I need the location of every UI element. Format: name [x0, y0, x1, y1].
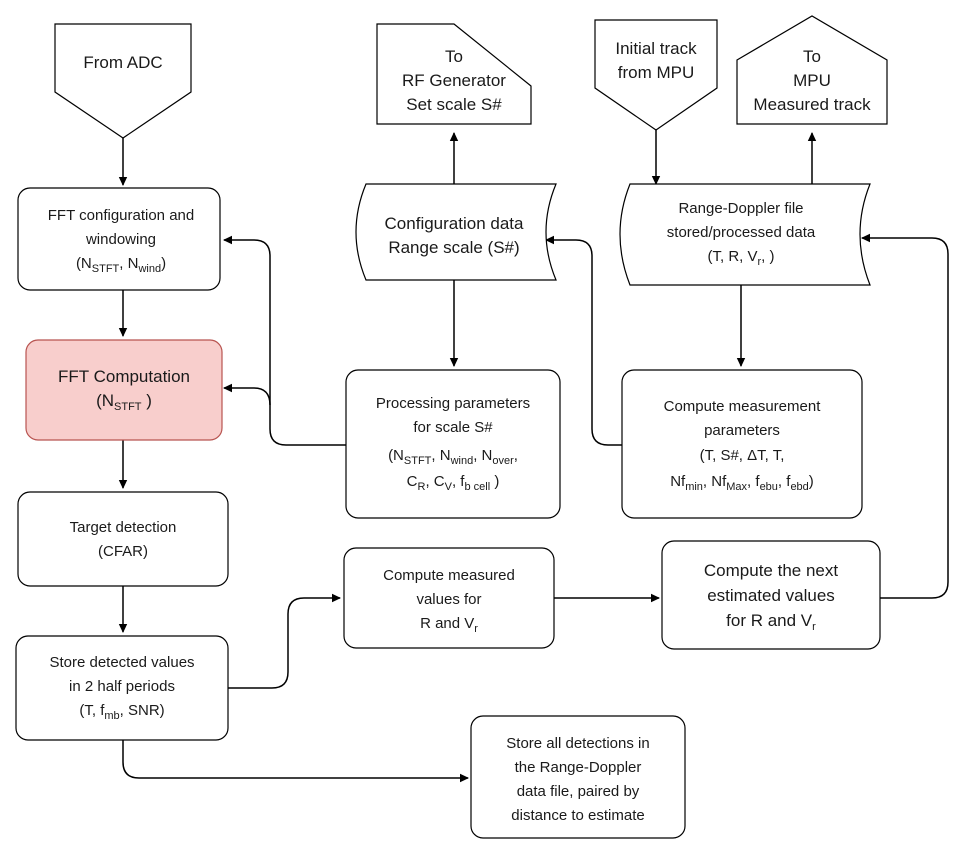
config-data-line1: Configuration data [385, 214, 524, 233]
store-all-detections-node: Store all detections in the Range-Dopple… [470, 715, 686, 839]
offpage-connector-shape [54, 23, 192, 139]
edge-next-estimate-to-range-doppler [861, 233, 949, 599]
to-mpu-node: To MPU Measured track [736, 15, 888, 125]
proc-params-line2: for scale S# [413, 419, 493, 436]
initial-track-line1: Initial track [615, 39, 697, 58]
process-box [345, 369, 561, 519]
to-mpu-line3: Measured track [753, 95, 871, 114]
next-estimate-line3: for R and Vr [726, 611, 816, 633]
store-detected-values-node: Store detected values in 2 half periods … [15, 635, 229, 741]
process-box [470, 715, 686, 839]
measured-values-line3: R and Vr [420, 615, 478, 635]
store-detected-line3: (T, fmb, SNR) [79, 702, 164, 722]
next-estimate-line1: Compute the next [704, 561, 838, 580]
next-estimate-line2: estimated values [707, 586, 835, 605]
to-rf-line1: To [445, 47, 463, 66]
process-box [621, 369, 863, 519]
target-detection-line2: (CFAR) [98, 543, 148, 560]
proc-params-line3: (NSTFT, Nwind, Nover, [388, 447, 518, 467]
from-adc-label: From ADC [83, 53, 162, 72]
range-doppler-line3: (T, R, Vr, ) [707, 248, 774, 268]
process-box [15, 635, 229, 741]
initial-track-line2: from MPU [618, 63, 695, 82]
fft-config-line3: (NSTFT, Nwind) [76, 255, 166, 275]
range-doppler-line2: stored/processed data [667, 224, 816, 241]
store-detected-line1: Store detected values [49, 654, 194, 671]
process-box [343, 547, 555, 649]
range-doppler-line1: Range-Doppler file [678, 200, 803, 217]
meas-params-line2: parameters [704, 422, 780, 439]
range-doppler-file-node: Range-Doppler file stored/processed data… [619, 183, 871, 286]
offpage-connector-shape [376, 23, 532, 125]
to-rf-generator-node: To RF Generator Set scale S# [376, 23, 532, 125]
fft-config-line1: FFT configuration and [48, 207, 194, 224]
processing-parameters-node: Processing parameters for scale S# (NSTF… [345, 369, 561, 519]
store-all-line3: data file, paired by [517, 783, 640, 800]
edge-meas-params-to-config-data [545, 235, 622, 446]
fft-configuration-node: FFT configuration and windowing (NSTFT, … [17, 187, 221, 291]
store-all-line2: the Range-Doppler [515, 759, 642, 776]
edge-store-detected-to-store-all [122, 740, 469, 783]
fft-computation-line2: (NSTFT ) [96, 391, 152, 413]
measured-values-line2: values for [416, 591, 481, 608]
edge-processing-params-to-fft-computation [223, 383, 271, 406]
config-data-line2: Range scale (S#) [388, 238, 519, 257]
fft-computation-node: FFT Computation (NSTFT ) [25, 339, 223, 441]
process-box [17, 187, 221, 291]
meas-params-line4: Nfmin, NfMax, febu, febd) [670, 473, 814, 493]
from-adc-node: From ADC [54, 23, 192, 139]
meas-params-line1: Compute measurement [664, 398, 822, 415]
stored-data-shape [355, 183, 557, 281]
measured-values-line1: Compute measured [383, 567, 515, 584]
connectors [118, 130, 949, 783]
process-box [17, 491, 229, 587]
meas-params-line3: (T, S#, ΔT, T, [700, 447, 785, 464]
target-detection-node: Target detection (CFAR) [17, 491, 229, 587]
target-detection-line1: Target detection [70, 519, 177, 536]
store-detected-line2: in 2 half periods [69, 678, 175, 695]
to-mpu-line2: MPU [793, 71, 831, 90]
to-rf-line2: RF Generator [402, 71, 506, 90]
edge-store-detected-to-measured-values [228, 593, 341, 689]
highlighted-process-box [25, 339, 223, 441]
proc-params-line4: CR, CV, fb cell ) [407, 473, 500, 493]
proc-params-line1: Processing parameters [376, 395, 530, 412]
next-estimate-node: Compute the next estimated values for R … [661, 540, 881, 650]
measured-values-node: Compute measured values for R and Vr [343, 547, 555, 649]
fft-computation-line1: FFT Computation [58, 367, 190, 386]
to-mpu-line1: To [803, 47, 821, 66]
edge-processing-params-to-fft-config [223, 235, 346, 446]
measurement-parameters-node: Compute measurement parameters (T, S#, Δ… [621, 369, 863, 519]
stored-data-shape [619, 183, 871, 286]
to-rf-line3: Set scale S# [406, 95, 502, 114]
initial-track-node: Initial track from MPU [594, 19, 718, 131]
store-all-line4: distance to estimate [511, 807, 644, 824]
offpage-connector-shape [736, 15, 888, 125]
store-all-line1: Store all detections in [506, 735, 649, 752]
process-box [661, 540, 881, 650]
offpage-connector-shape [594, 19, 718, 131]
configuration-data-node: Configuration data Range scale (S#) [355, 183, 557, 281]
fft-config-line2: windowing [85, 231, 156, 248]
